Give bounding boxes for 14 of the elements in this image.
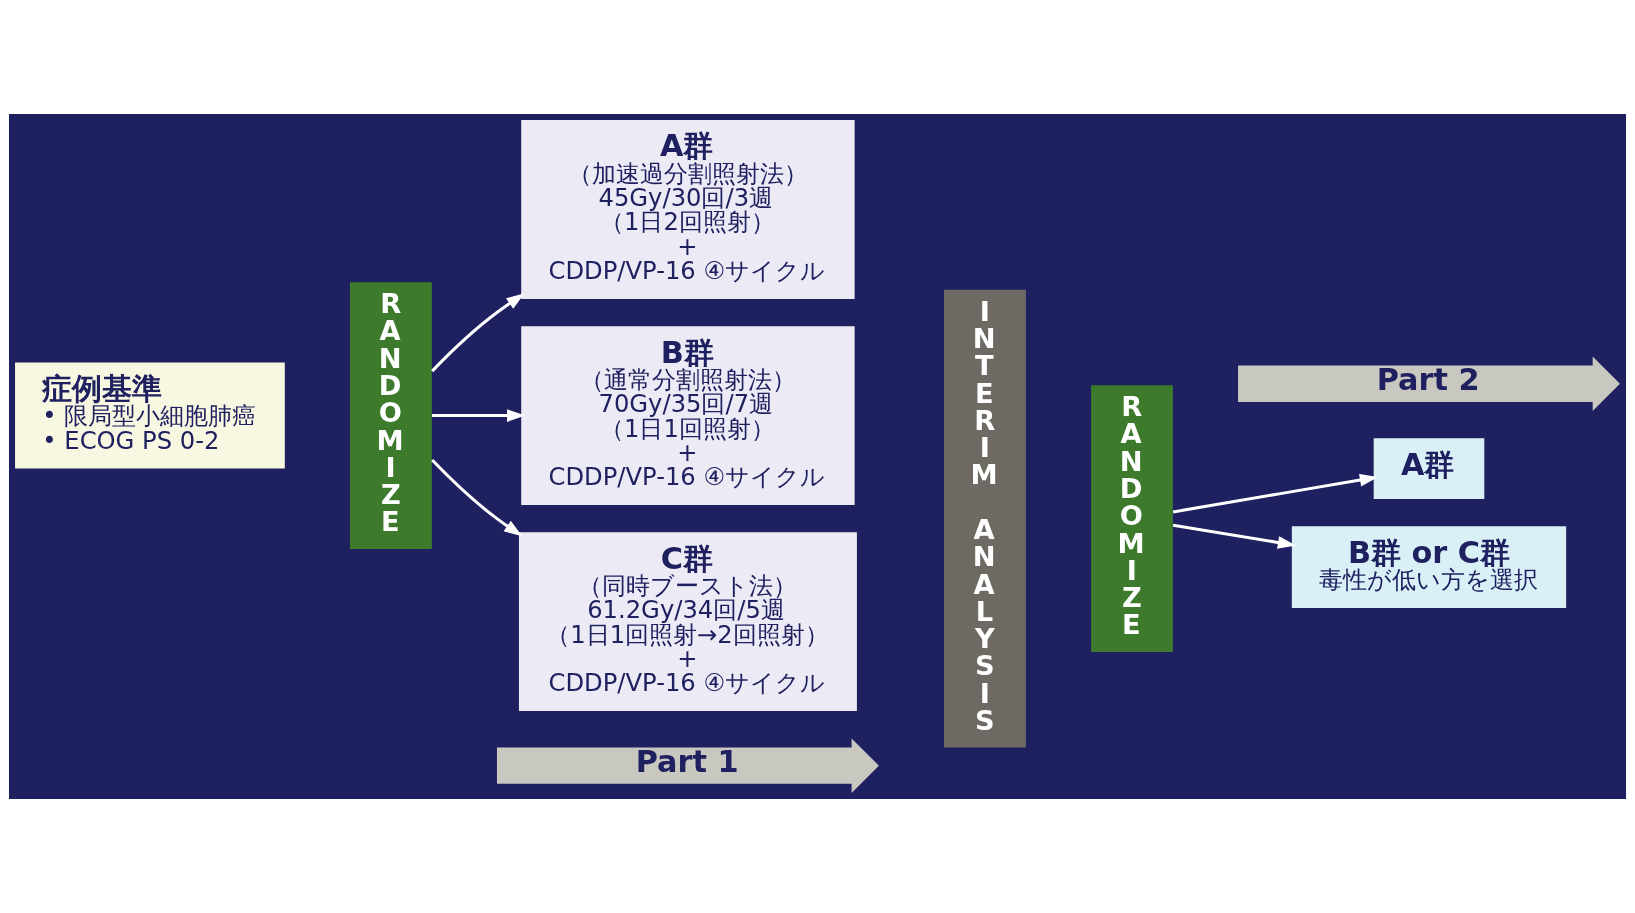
node-box: RANDOMIZE (349, 282, 432, 549)
node-box: B群 or C群 毒性が低い方を選択 (1291, 526, 1567, 609)
node-box: B群 （通常分割照射法） 70Gy/35回/7週 （1日1回照射） + CDDP/VP-16 ④サイクル (521, 326, 855, 505)
node-box: INTERIM ANALYSIS (944, 289, 1026, 748)
arrow (432, 409, 526, 422)
arrow (431, 459, 523, 537)
arrow (1172, 473, 1379, 514)
arrow (431, 293, 525, 373)
node-box: A群 （加速過分割照射法） 45Gy/30回/3週 （1日2回照射） + CDDP/VP-16 ④サイクル (521, 120, 855, 299)
node-box: RANDOMIZE (1091, 385, 1173, 652)
node-box: 症例基準 • 限局型小細胞肺癌 • ECOG PS 0-2 (15, 362, 285, 469)
node-box: C群 （同時ブースト法） 61.2Gy/34回/5週 （1日1回照射→2回照射） + CDDP/VP-16 ④サイクル (518, 532, 857, 712)
node-box: A群 (1373, 438, 1485, 499)
arrow (1172, 523, 1297, 549)
